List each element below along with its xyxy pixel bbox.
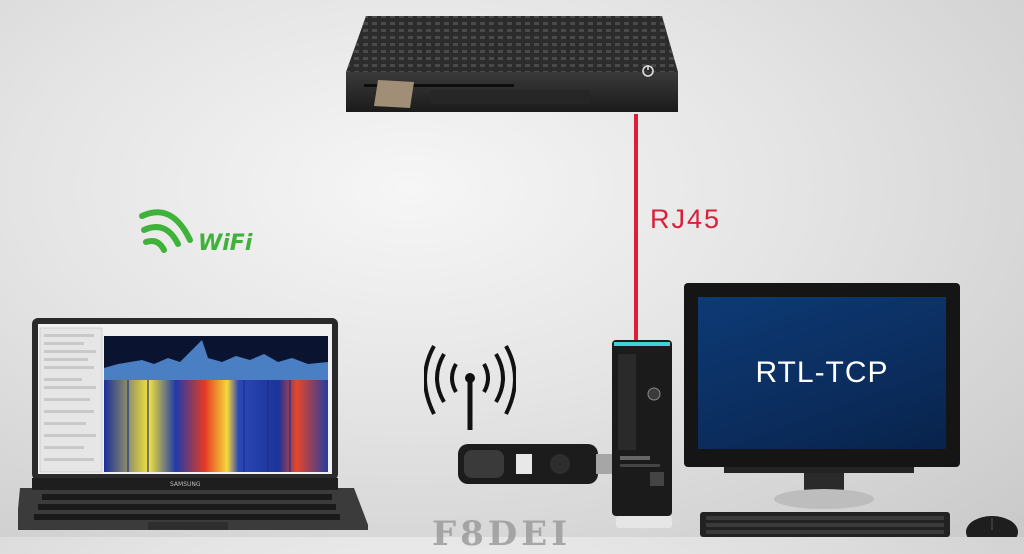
rj45-label: RJ45 bbox=[650, 204, 722, 234]
antenna-icon bbox=[424, 345, 516, 430]
laptop-brand: SAMSUNG bbox=[170, 481, 201, 488]
keyboard bbox=[700, 512, 950, 537]
set-top-box bbox=[346, 16, 678, 112]
monitor-screen: RTL-TCP bbox=[698, 297, 946, 449]
monitor-text: RTL-TCP bbox=[755, 356, 889, 389]
rtl-sdr-dongle bbox=[458, 444, 614, 484]
rj45-cable bbox=[634, 114, 638, 350]
pc-tower bbox=[612, 340, 672, 528]
wifi-icon: WiFi bbox=[139, 209, 253, 256]
mouse bbox=[966, 516, 1018, 537]
laptop: SAMSUNG bbox=[18, 318, 368, 530]
watermark: F8DEI bbox=[432, 514, 572, 554]
wifi-label: WiFi bbox=[198, 231, 253, 256]
